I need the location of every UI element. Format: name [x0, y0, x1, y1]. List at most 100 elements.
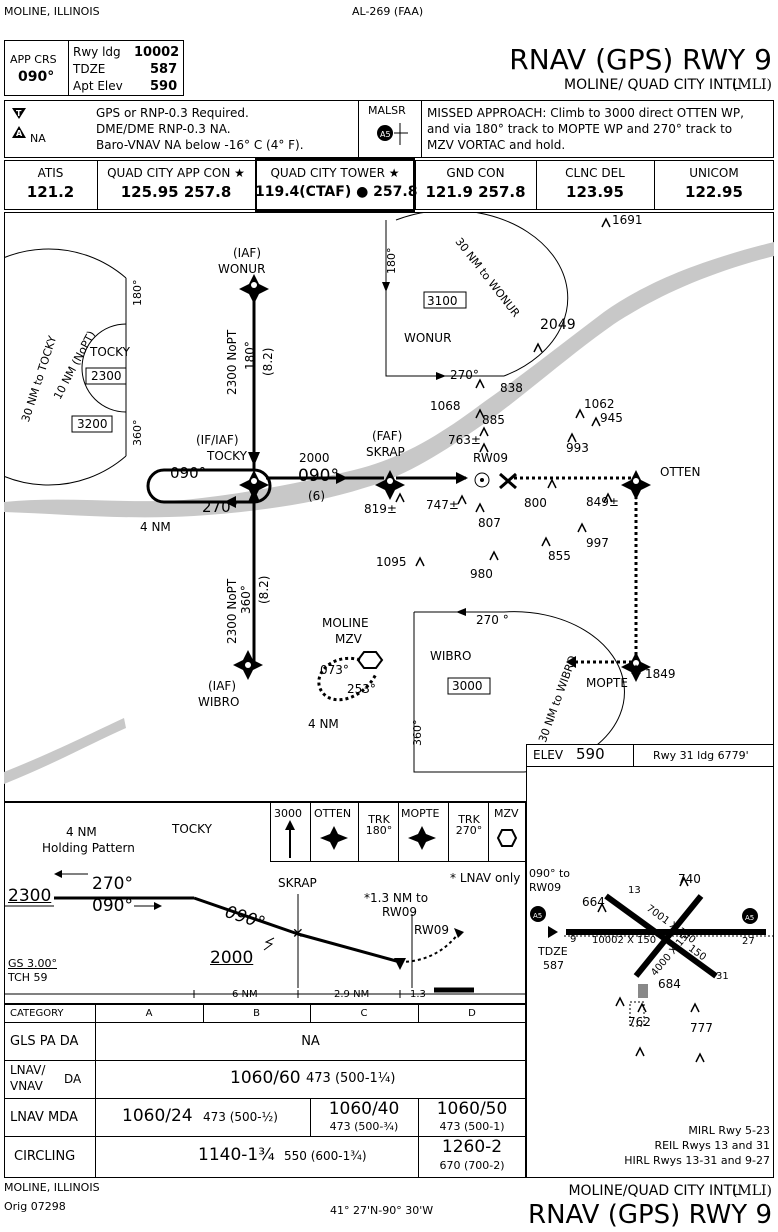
- lnav-ab-value: 1060/24: [122, 1106, 193, 1126]
- lnav-c-hat: 473 (500-¾): [329, 1120, 399, 1133]
- obstacle-elev: 838: [500, 381, 523, 395]
- atis-label: ATIS: [37, 166, 64, 180]
- category-label: CATEGORY: [10, 1008, 64, 1019]
- crs-note-1: 090° to: [529, 867, 571, 880]
- circling-d-hat: 670 (700-2): [439, 1159, 505, 1172]
- profile-skrap: SKRAP: [278, 876, 317, 890]
- rwy-9-num: 9: [570, 934, 577, 945]
- wonur-iaf-tag: (IAF): [233, 246, 262, 260]
- tower-freq: 119.4(CTAF) ● 257.8: [255, 184, 418, 200]
- obstacle-elev: 747±: [426, 498, 459, 512]
- briefing-box: [4, 40, 184, 96]
- note-line-2: DME/DME RNP-0.3 NA.: [96, 122, 231, 136]
- hold-inbound-crs: 090°: [170, 464, 207, 482]
- missed-icons-drawing: [285, 820, 518, 858]
- wibro-hold-label: WIBRO: [430, 649, 472, 663]
- tocky-if-name: TOCKY: [207, 449, 247, 463]
- lnav-vnav-label-2: VNAV: [10, 1079, 43, 1093]
- ad-obst: 684: [658, 977, 681, 991]
- profile-090: 090°: [92, 896, 133, 916]
- lnav-vnav-da: DA: [64, 1072, 82, 1086]
- category-b: B: [253, 1008, 260, 1019]
- wibro-iaf-tag: (IAF): [208, 679, 237, 693]
- mopte-label: MOPTE: [586, 676, 628, 690]
- obstacle-elev: 945: [600, 411, 623, 425]
- missed-trk-270: TRK 270°: [455, 813, 483, 837]
- wibro-360: 360°: [411, 719, 424, 747]
- circling-abc-hat: 550 (600-1¾): [284, 1149, 367, 1163]
- obstacle-elev: 1068: [430, 399, 461, 413]
- lighting-1: MIRL Rwy 5-23: [688, 1124, 770, 1137]
- segment-dist: (6): [308, 489, 325, 503]
- wibro-3000: 3000: [452, 679, 483, 693]
- rwy31-ldg: Rwy 31 ldg 6779': [653, 749, 749, 762]
- unicom-freq: 122.95: [685, 183, 743, 201]
- gnd-con-freq: 121.9 257.8: [425, 183, 526, 201]
- wibro-crs: 360°: [239, 585, 253, 614]
- airport-elev-label: ELEV: [533, 748, 564, 762]
- note-line-3: Baro-VNAV NA below -16° C (4° F).: [96, 138, 304, 152]
- missed-line-1: MISSED APPROACH: Climb to 3000 direct OT…: [427, 106, 744, 120]
- rw09-label: RW09: [473, 451, 508, 465]
- profile-hold-2: Holding Pattern: [42, 841, 135, 855]
- rwy-31-num: 31: [716, 971, 729, 982]
- lnav-label: LNAV MDA: [10, 1110, 78, 1125]
- obstacle-elev: 993: [566, 441, 589, 455]
- otten-label: OTTEN: [660, 465, 701, 479]
- footer-title: RNAV (GPS) RWY 9: [528, 1200, 772, 1230]
- river-shape: [4, 242, 774, 518]
- missed-trk-180: TRK 180°: [365, 813, 393, 837]
- missed-climb-alt: 3000: [274, 807, 302, 820]
- tower-box: [255, 158, 415, 212]
- segment-crs: 090°: [298, 466, 339, 486]
- svg-text:✕: ✕: [292, 926, 304, 942]
- profile-270: 270°: [92, 874, 133, 894]
- tocky-360: 360°: [131, 419, 144, 447]
- app-crs-label: APP CRS: [10, 53, 57, 66]
- rwy-13-num: 13: [628, 885, 641, 896]
- profile-dist-1-3: 1.3: [410, 989, 426, 1000]
- obstacle-elev: 763±: [448, 433, 481, 447]
- rwy-9-27-dims: 10002 X 150: [592, 935, 657, 946]
- wibro-270: 270 °: [476, 613, 509, 627]
- tdze-label: TDZE: [73, 62, 106, 76]
- ad-tdze-label: TDZE: [538, 945, 568, 958]
- lighting-3: HIRL Rwys 13-31 and 9-27: [624, 1154, 770, 1167]
- tower-label: QUAD CITY TOWER ★: [270, 166, 400, 180]
- lnav-d-value: 1060/50: [436, 1099, 508, 1119]
- segment-alt: 2000: [299, 451, 330, 465]
- mzv-4nm: 4 NM: [308, 717, 339, 731]
- gnd-con-label: GND CON: [446, 166, 505, 180]
- ad-obst: 777: [690, 1021, 713, 1035]
- rwy-27-num: 27: [742, 936, 755, 947]
- obstacle-elev: 855: [548, 549, 571, 563]
- lnav-ab-hat: 473 (500-½): [203, 1110, 278, 1124]
- lnav-c-value: 1060/40: [328, 1099, 400, 1119]
- tocky-msa-3200: 3200: [77, 417, 108, 431]
- hold-length: 4 NM: [140, 520, 171, 534]
- lnav-vnav-label-1: LNAV/: [10, 1063, 46, 1077]
- ad-obst: 664: [582, 895, 605, 909]
- airport-ident: (MLI): [731, 77, 772, 93]
- footer-airport: MOLINE/QUAD CITY INTL: [568, 1183, 740, 1199]
- clnc-del-freq: 123.95: [566, 183, 624, 201]
- note-line-1: GPS or RNP-0.3 Required.: [96, 106, 249, 120]
- svg-text:A5: A5: [380, 130, 391, 139]
- svg-text:T: T: [16, 109, 22, 118]
- lnav-vnav-value: 1060/60: [230, 1068, 301, 1088]
- tdze-value: 587: [150, 62, 178, 77]
- profile-tocky: TOCKY: [172, 822, 212, 836]
- footer-coords: 41° 27'N-90° 30'W: [330, 1204, 434, 1217]
- wonur-3100: 3100: [427, 294, 458, 308]
- footer-location: MOLINE, ILLINOIS: [4, 1181, 100, 1194]
- app-con-freq: 125.95 257.8: [120, 183, 232, 201]
- approach-light-icon: A5: [377, 123, 408, 145]
- profile-dist-6: 6 NM: [232, 989, 258, 1000]
- profile-note-2: RW09: [382, 905, 417, 919]
- wibro-dist: (8.2): [257, 575, 271, 604]
- profile-gs: GS 3.00°: [8, 957, 57, 970]
- unicom-label: UNICOM: [689, 166, 739, 180]
- profile-view: [4, 802, 526, 1004]
- faf-tag: (FAF): [372, 429, 403, 443]
- procedure-title: RNAV (GPS) RWY 9: [509, 43, 772, 76]
